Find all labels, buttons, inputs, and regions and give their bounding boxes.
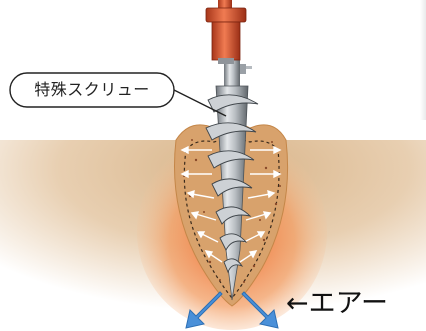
backdrop-panel [420,0,426,120]
screw-label: 特殊スクリュー [10,73,174,107]
air-label: ←エアー [286,288,388,320]
flange-head-icon [206,0,246,64]
